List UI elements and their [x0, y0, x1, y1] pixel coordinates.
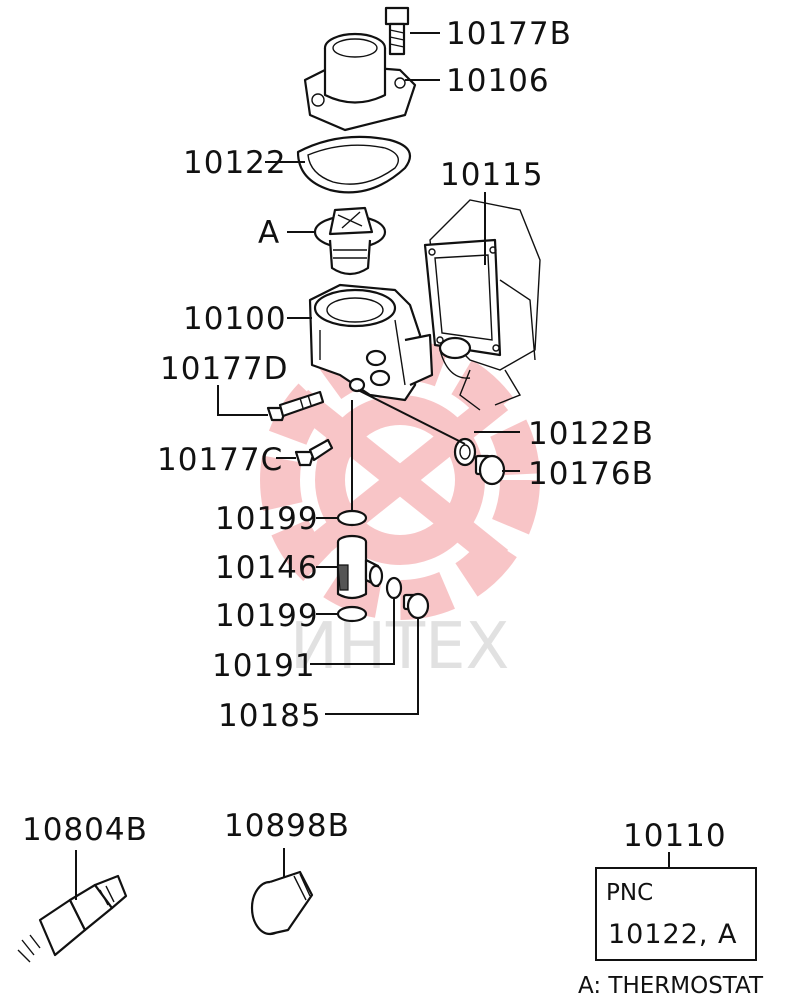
- label-10177B: 10177B: [446, 16, 572, 52]
- label-10804B: 10804B: [22, 812, 148, 848]
- gasket-10122: [296, 135, 412, 194]
- thermostat-A: [313, 206, 387, 276]
- label-10122: 10122: [183, 145, 287, 181]
- label-10199-top: 10199: [215, 501, 319, 537]
- pnc-legend-box: PNC 10122, A: [595, 867, 757, 961]
- watermark-text: ИНТЕХ: [290, 610, 509, 684]
- plug-10898B: [250, 870, 314, 936]
- label-10106: 10106: [446, 63, 550, 99]
- sensor-10804B: [17, 874, 128, 963]
- label-10122B: 10122B: [528, 416, 654, 452]
- label-A: A: [258, 215, 280, 251]
- label-10115: 10115: [440, 157, 544, 193]
- footnote-thermostat: A: THERMOSTAT: [578, 973, 764, 999]
- label-10191: 10191: [212, 648, 316, 684]
- o-ring-10199-bottom: [336, 605, 368, 623]
- thermostat-housing-10100: [308, 283, 434, 402]
- bolt-10177B: [384, 6, 410, 56]
- washer-10122B: [453, 437, 477, 467]
- plug-10185: [402, 592, 430, 620]
- water-outlet-10106: [303, 32, 417, 132]
- label-10177D: 10177D: [160, 351, 289, 387]
- label-10176B: 10176B: [528, 456, 654, 492]
- label-10177C: 10177C: [157, 442, 283, 478]
- o-ring-10199-top: [336, 509, 368, 527]
- label-10898B: 10898B: [224, 808, 350, 844]
- tee-fitting-10146: [336, 534, 384, 600]
- bolt-10177D: [266, 390, 325, 422]
- label-10100: 10100: [183, 301, 287, 337]
- engine-block-drawing: [423, 199, 541, 411]
- label-10146: 10146: [215, 550, 319, 586]
- bolt-10177C: [294, 438, 334, 467]
- leader-lines: [75, 32, 670, 900]
- label-10199-bottom: 10199: [215, 598, 319, 634]
- pnc-header: PNC: [606, 880, 653, 906]
- washer-10191: [385, 576, 403, 600]
- label-10185: 10185: [218, 698, 322, 734]
- pnc-value: 10122, A: [608, 919, 738, 950]
- label-10110: 10110: [623, 818, 727, 854]
